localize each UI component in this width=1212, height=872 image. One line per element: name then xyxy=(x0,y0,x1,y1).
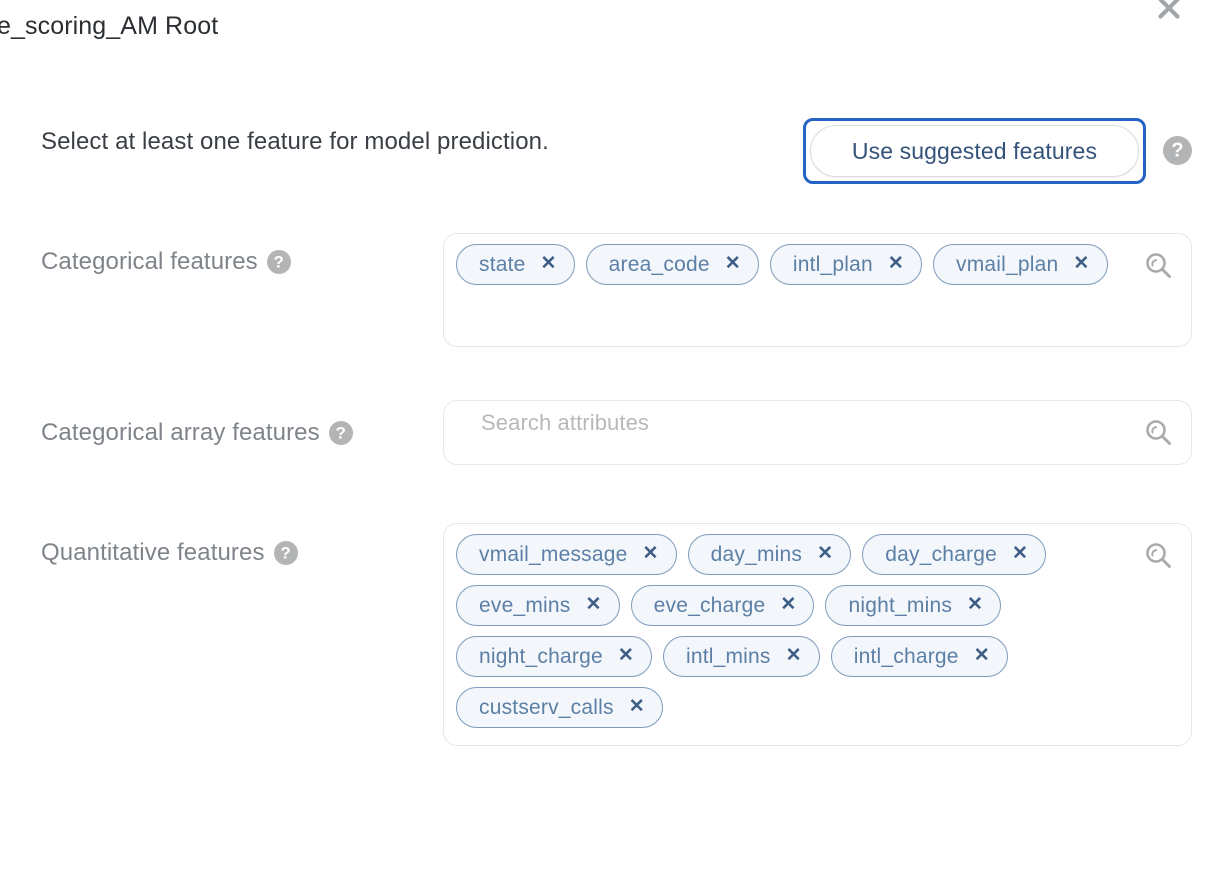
chip-remove-icon[interactable]: ✕ xyxy=(585,594,602,615)
quantitative-features-help-icon[interactable]: ? xyxy=(273,541,298,565)
search-icon[interactable] xyxy=(1141,248,1177,284)
instruction-row: Select at least one feature for model pr… xyxy=(0,110,1212,185)
chip-remove-icon[interactable]: ✕ xyxy=(967,594,984,615)
search-icon[interactable] xyxy=(1141,415,1177,451)
use-suggested-features-focus-ring: Use suggested features xyxy=(803,118,1146,184)
chip-label: intl_charge xyxy=(853,644,959,668)
categorical-features-help-icon[interactable]: ? xyxy=(266,250,291,274)
chip-item[interactable]: day_charge ✕ xyxy=(862,534,1047,575)
instruction-text: Select at least one feature for model pr… xyxy=(41,128,549,155)
chip-remove-icon[interactable]: ✕ xyxy=(540,253,557,274)
chip-label: eve_mins xyxy=(479,593,571,617)
chip-item[interactable]: intl_plan ✕ xyxy=(769,244,922,285)
chip-item[interactable]: custserv_calls ✕ xyxy=(456,687,663,728)
chip-label: night_mins xyxy=(848,593,953,617)
chip-remove-icon[interactable]: ✕ xyxy=(817,543,834,564)
help-glyph: ? xyxy=(280,543,291,562)
label-categorical-features: Categorical features ? xyxy=(41,248,291,276)
chip-remove-icon[interactable]: ✕ xyxy=(780,594,797,615)
chip-item[interactable]: day_mins ✕ xyxy=(687,534,852,575)
chip-remove-icon[interactable]: ✕ xyxy=(785,645,802,666)
label-text: Categorical array features xyxy=(41,419,320,446)
help-glyph: ? xyxy=(335,423,346,442)
chip-label: state xyxy=(479,252,526,276)
chip-remove-icon[interactable]: ✕ xyxy=(642,543,659,564)
chip-label: custserv_calls xyxy=(479,695,614,719)
chip-item[interactable]: eve_charge ✕ xyxy=(630,585,815,626)
chip-item[interactable]: intl_mins ✕ xyxy=(662,636,820,677)
search-icon[interactable] xyxy=(1141,538,1177,574)
chip-remove-icon[interactable]: ✕ xyxy=(887,253,904,274)
chip-label: vmail_plan xyxy=(956,252,1059,276)
quantitative-features-chip-list: vmail_message ✕ day_mins ✕ day_charge ✕ … xyxy=(456,534,1135,728)
chip-item[interactable]: night_charge ✕ xyxy=(456,636,652,677)
chip-remove-icon[interactable]: ✕ xyxy=(1073,253,1090,274)
chip-label: vmail_message xyxy=(479,542,628,566)
quantitative-features-input-box[interactable]: vmail_message ✕ day_mins ✕ day_charge ✕ … xyxy=(443,523,1192,746)
chip-item[interactable]: vmail_message ✕ xyxy=(456,534,677,575)
help-glyph: ? xyxy=(273,252,285,271)
dialog-header: e_scoring_AM Root xyxy=(0,0,1212,60)
field-row-categorical-features: Categorical features ? state ✕ area_code… xyxy=(0,233,1212,348)
field-row-quantitative-features: Quantitative features ? vmail_message ✕ … xyxy=(0,523,1212,748)
chip-item[interactable]: vmail_plan ✕ xyxy=(933,244,1108,285)
chip-remove-icon[interactable]: ✕ xyxy=(724,253,741,274)
use-suggested-features-button[interactable]: Use suggested features xyxy=(810,125,1139,177)
categorical-features-chip-list: state ✕ area_code ✕ intl_plan ✕ vmail_pl… xyxy=(456,244,1135,285)
close-icon[interactable] xyxy=(1152,0,1186,25)
chip-label: area_code xyxy=(608,252,710,276)
label-categorical-array-features: Categorical array features ? xyxy=(41,419,353,447)
categorical-array-features-input-box[interactable]: Search attributes xyxy=(443,400,1192,465)
label-text: Quantitative features xyxy=(41,539,265,566)
chip-item[interactable]: state ✕ xyxy=(456,244,575,285)
label-text: Categorical features xyxy=(41,248,258,275)
chip-item[interactable]: night_mins ✕ xyxy=(825,585,1002,626)
help-glyph: ? xyxy=(1171,139,1184,161)
suggested-features-help-icon[interactable]: ? xyxy=(1163,136,1192,165)
chip-label: night_charge xyxy=(479,644,603,668)
dialog-title: e_scoring_AM Root xyxy=(0,12,219,40)
chip-label: day_mins xyxy=(710,542,803,566)
chip-remove-icon[interactable]: ✕ xyxy=(628,696,645,717)
chip-remove-icon[interactable]: ✕ xyxy=(1011,543,1029,564)
chip-label: intl_mins xyxy=(685,644,771,668)
chip-label: intl_plan xyxy=(792,252,873,276)
categorical-array-features-help-icon[interactable]: ? xyxy=(328,421,353,445)
chip-item[interactable]: area_code ✕ xyxy=(585,244,759,285)
field-row-categorical-array-features: Categorical array features ? Search attr… xyxy=(0,400,1212,468)
categorical-features-input-box[interactable]: state ✕ area_code ✕ intl_plan ✕ vmail_pl… xyxy=(443,233,1192,347)
categorical-array-features-placeholder: Search attributes xyxy=(481,410,650,435)
chip-remove-icon[interactable]: ✕ xyxy=(617,645,634,666)
chip-label: day_charge xyxy=(885,542,997,566)
label-quantitative-features: Quantitative features ? xyxy=(41,539,298,567)
chip-remove-icon[interactable]: ✕ xyxy=(973,645,990,666)
chip-item[interactable]: intl_charge ✕ xyxy=(830,636,1008,677)
chip-label: eve_charge xyxy=(653,593,766,617)
chip-item[interactable]: eve_mins ✕ xyxy=(456,585,620,626)
